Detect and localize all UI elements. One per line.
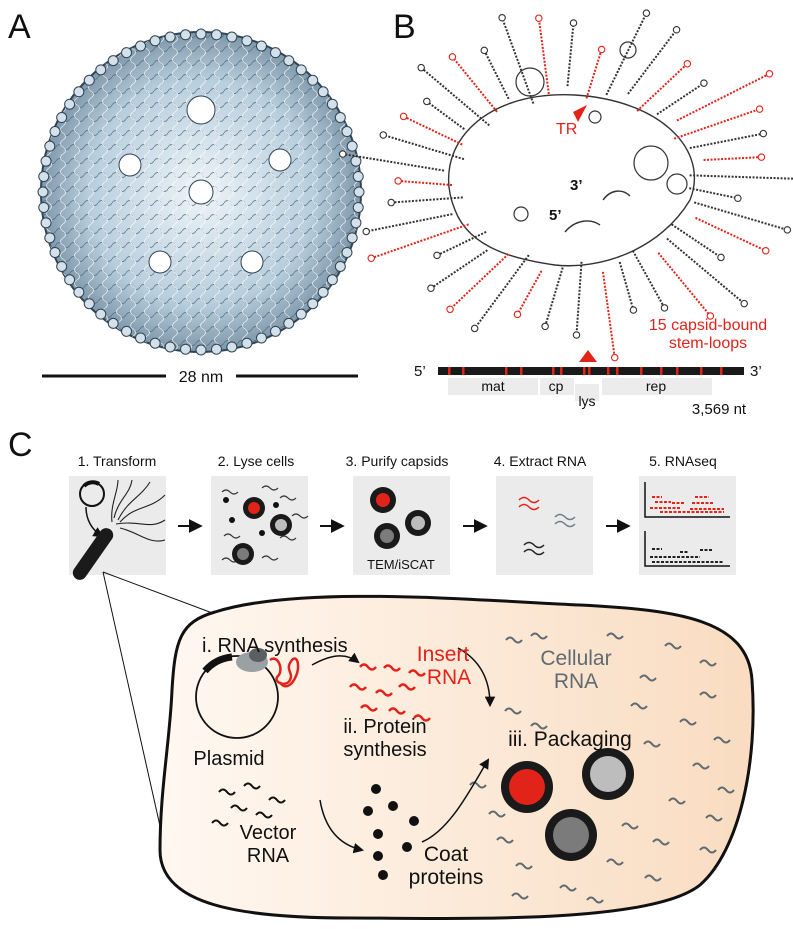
vector-rna-squiggles — [211, 782, 286, 827]
step-3-label: 3. Purify capsids — [346, 453, 449, 469]
step-2-label: 2. Lyse cells — [218, 453, 295, 469]
plasmid-label: Plasmid — [193, 748, 264, 770]
cellular-rna-squiggles — [469, 632, 735, 904]
step-3-box — [353, 476, 450, 575]
step-2-box — [211, 476, 308, 575]
purified-capsids-illustration — [370, 487, 431, 549]
genome-three-prime-label: 3’ — [750, 363, 762, 380]
gene-mat-label: mat — [481, 378, 504, 394]
cellular-rna-label-line2: RNA — [554, 670, 598, 693]
stem-loop-label-line2: stem-loops — [669, 335, 747, 352]
tr-label: TR — [556, 121, 577, 138]
gene-cp-label: cp — [549, 378, 564, 394]
gene-rep-label: rep — [646, 378, 666, 394]
rnaseq-illustration — [644, 482, 730, 567]
step-1-label: 1. Transform — [78, 453, 157, 469]
rna-secondary-structure — [338, 9, 793, 362]
packaging-label: iii. Packaging — [508, 728, 632, 751]
step-4-box — [496, 476, 593, 575]
cell-body — [158, 594, 755, 920]
lysate-illustration — [221, 485, 309, 565]
insert-rna-label-line1: Insert — [417, 643, 470, 666]
stem-loop-label-line1: 15 capsid-bound — [649, 317, 767, 334]
cellular-rna-label-line1: Cellular — [540, 647, 611, 670]
gene-lys-label: lys — [578, 393, 595, 409]
capsid-structure — [37, 28, 365, 356]
scale-bar-label: 28 nm — [179, 369, 223, 386]
insert-rna-squiggles — [349, 663, 431, 722]
coat-protein-dots — [363, 784, 419, 880]
coat-proteins-label-line2: proteins — [409, 866, 484, 889]
coat-proteins-label-line1: Coat — [424, 843, 469, 866]
vector-rna-label-line2: RNA — [247, 845, 290, 867]
rna-five-prime-label: 5’ — [549, 207, 562, 224]
step-5-box — [639, 476, 736, 575]
transform-illustration — [72, 479, 166, 580]
panel-letter-a: A — [8, 8, 31, 46]
insert-rna-label-line2: RNA — [427, 666, 471, 689]
step-4-label: 4. Extract RNA — [494, 453, 587, 469]
panel-letter-b: B — [393, 8, 416, 46]
step-5-label: 5. RNAseq — [649, 453, 717, 469]
genome-map — [438, 350, 744, 401]
rna-synthesis-label: i. RNA synthesis — [202, 635, 348, 657]
packaged-capsids — [501, 748, 634, 861]
panel-letter-c: C — [8, 426, 33, 464]
protein-synthesis-label-line1: ii. Protein — [343, 716, 426, 738]
protein-synthesis-label-line2: synthesis — [343, 739, 426, 761]
genome-five-prime-label: 5’ — [414, 363, 426, 380]
extracted-rna-illustration — [518, 496, 576, 556]
tem-iscat-label: TEM/iSCAT — [367, 557, 435, 572]
plasmid — [195, 648, 300, 739]
genome-length-label: 3,569 nt — [692, 401, 747, 418]
rna-three-prime-label: 3’ — [570, 177, 583, 194]
vector-rna-label-line1: Vector — [240, 822, 297, 844]
zoom-lines — [102, 571, 216, 827]
packaging-arrows — [319, 647, 496, 854]
synthesis-arrow — [311, 652, 360, 666]
